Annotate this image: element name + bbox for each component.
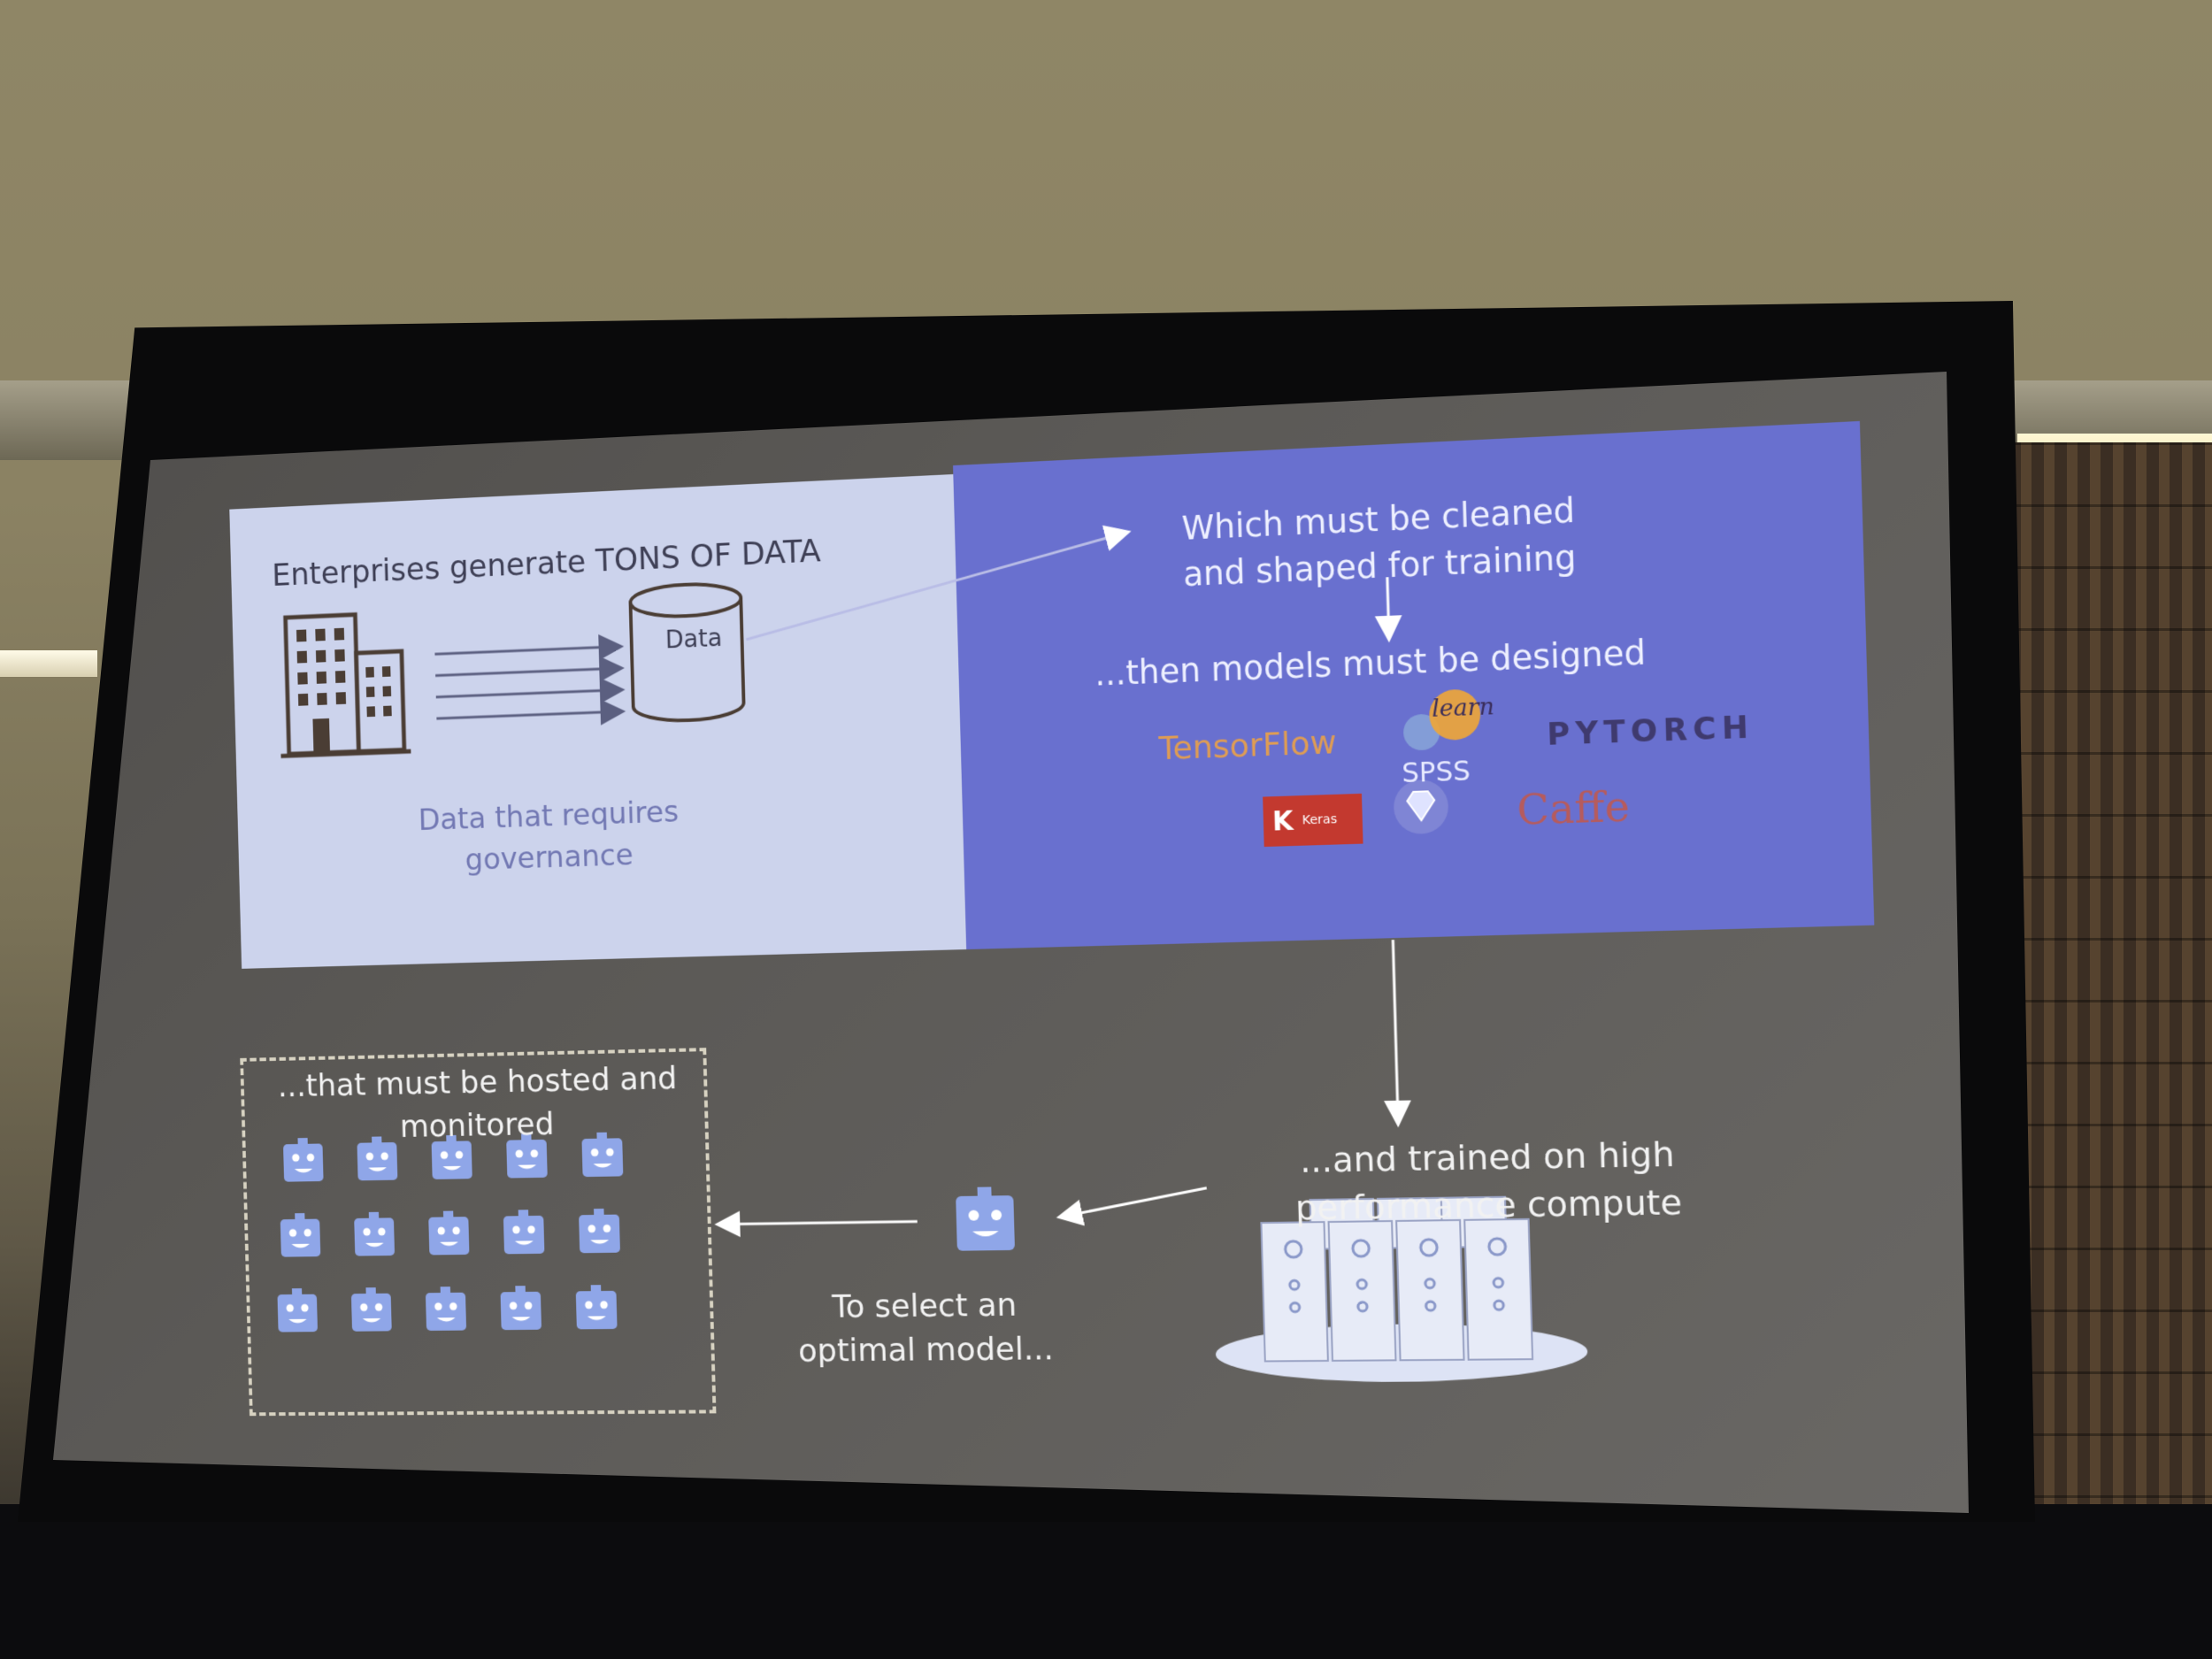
- database-icon: [630, 582, 744, 722]
- hosted-robot-icon: [500, 1286, 542, 1331]
- keras-logo: K Keras: [1263, 793, 1363, 848]
- pytorch-logo: PYTORCH: [1546, 709, 1755, 754]
- wall-light-left: [0, 650, 97, 677]
- robot-grid: [277, 1132, 624, 1333]
- training-caption: ...and trained on high performance compu…: [1294, 1134, 1683, 1228]
- arrow-design-to-train: [1393, 940, 1398, 1122]
- wood-panel: [2008, 442, 2212, 1504]
- keras-k: K: [1271, 805, 1294, 838]
- database-label: Data: [664, 623, 723, 655]
- hosted-robot-icon: [575, 1285, 618, 1330]
- governance-caption: Data that requires governance: [418, 794, 680, 878]
- caffe-logo: Caffe: [1516, 781, 1631, 835]
- diagram-graphics: [208, 360, 1999, 1428]
- server-cluster-icon: [1215, 1195, 1589, 1384]
- spss-label: SPSS: [1401, 756, 1471, 790]
- hosting-caption: ...that must be hosted and monitored: [277, 1060, 678, 1146]
- tensorflow-logo: TensorFlow: [1158, 724, 1337, 768]
- keras-label: Keras: [1302, 812, 1338, 828]
- building-icon: [277, 612, 411, 756]
- selection-caption: To select an optimal model...: [797, 1286, 1055, 1370]
- robot-icon: [956, 1187, 1016, 1251]
- slide: Enterprises generate TONS OF DATA Data D…: [208, 360, 1999, 1428]
- hosted-robot-icon: [431, 1134, 472, 1179]
- sklearn-logo: [1402, 688, 1481, 751]
- hosted-robot-icon: [503, 1210, 545, 1255]
- arrow-select-to-hosted: [719, 1222, 917, 1225]
- hosted-robot-icon: [579, 1208, 620, 1254]
- sklearn-label: learn: [1431, 693, 1495, 723]
- hosted-robot-icon: [581, 1132, 624, 1178]
- spss-diamond-icon: [1393, 779, 1449, 835]
- arrow-train-to-select: [1061, 1188, 1208, 1217]
- data-flow-arrows: [434, 647, 620, 718]
- hosted-robot-icon: [506, 1133, 548, 1179]
- floor: [0, 1504, 2212, 1659]
